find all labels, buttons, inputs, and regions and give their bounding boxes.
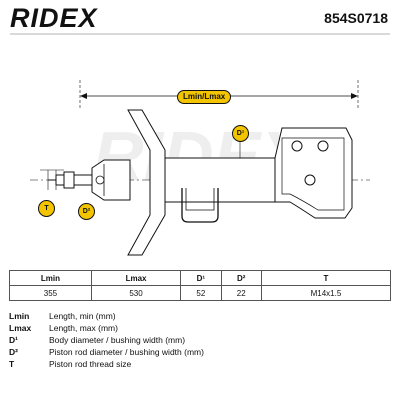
bracket-hole-upper-right [317,140,329,152]
spec-value-d1: 52 [180,285,222,301]
strut-drawing: RIDEX Lmin/Lmax [0,40,400,260]
bracket-hole-lower [304,174,316,186]
legend-key: D² [9,347,18,357]
callout-d2: D² [78,203,95,220]
legend-item: Lmax Length, max (mm) [9,322,391,334]
legend-item: D¹ Body diameter / bushing width (mm) [9,334,391,346]
spec-value-lmin: 355 [9,285,92,301]
bracket-inner [185,188,215,211]
bracket-hole-upper [291,140,303,152]
spec-value-row: 355 530 52 22 M14x1.5 [9,285,392,301]
legend-text: Body diameter / bushing width (mm) [49,335,186,345]
legend-item: T Piston rod thread size [9,358,391,370]
knuckle-inner [281,137,345,211]
top-mount [91,159,131,201]
legend-item: D² Piston rod diameter / bushing width (… [9,346,391,358]
legend-key: D¹ [9,335,18,345]
spring-seat [127,109,166,256]
legend-key: Lmin [9,311,30,321]
strut-diagram: RIDEX [30,80,370,256]
brake-line-bracket [181,188,219,223]
dim-arrow-right [351,93,358,99]
brand-logo: RIDEX [10,3,98,33]
strut-body [164,157,276,203]
legend-text: Length, min (mm) [49,311,116,321]
knuckle-bracket [274,127,353,219]
part-number: 854S0718 [324,10,388,26]
spec-header-t: T [260,270,392,286]
spec-value-t: M14x1.5 [260,285,392,301]
spec-header-lmin: Lmin [9,270,92,286]
spec-header-d1: D¹ [180,270,222,286]
spec-header-lmax: Lmax [90,270,182,286]
legend-text: Piston rod diameter / bushing width (mm) [49,347,204,357]
callout-d1: D¹ [232,125,249,142]
spec-value-d2: 22 [220,285,262,301]
legend: Lmin Length, min (mm) Lmax Length, max (… [9,310,391,370]
callout-t: T [38,200,55,217]
legend-key: Lmax [9,323,32,333]
spec-table: Lmin Lmax D¹ D² T 355 530 52 22 M14x1.5 [9,270,392,301]
legend-key: T [9,359,15,369]
spec-header-row: Lmin Lmax D¹ D² T [9,270,392,286]
spec-header-d2: D² [220,270,262,286]
spec-value-lmax: 530 [90,285,182,301]
legend-text: Length, max (mm) [49,323,118,333]
dim-arrow-left [80,93,87,99]
legend-text: Piston rod thread size [49,359,132,369]
legend-item: Lmin Length, min (mm) [9,310,391,322]
mount-bolt [95,175,105,185]
dim-label-lminmax: Lmin/Lmax [177,90,232,104]
header-divider [10,33,390,35]
header: RIDEX 854S0718 [0,0,400,36]
rod-nut [63,171,75,189]
